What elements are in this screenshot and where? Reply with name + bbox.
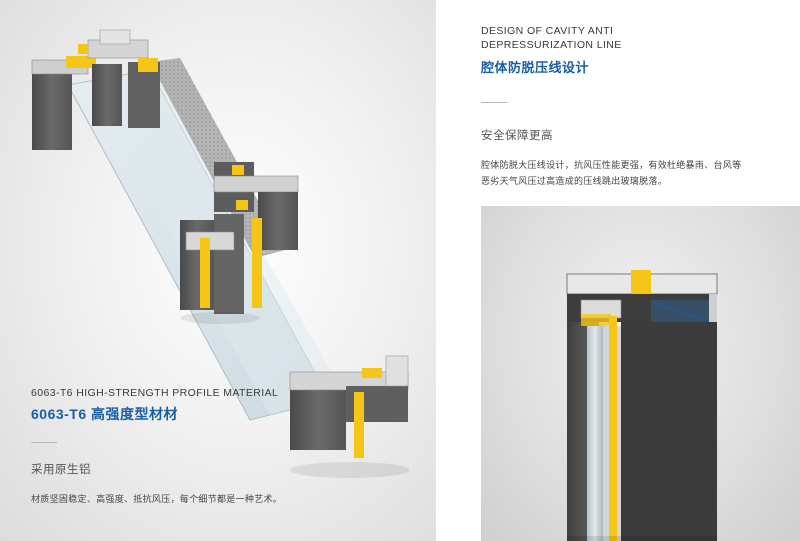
right-chinese-title: 腔体防脱压线设计 — [481, 60, 590, 75]
right-text-block: DESIGN OF CAVITY ANTI DEPRESSURIZATION L… — [481, 24, 781, 189]
right-description-line-2: 恶劣天气风压过高造成的压线跳出玻璃脱落。 — [481, 176, 668, 186]
right-description-line-1: 腔体防脱大压线设计，抗风压性能更强，有效杜绝暴雨、台风等 — [481, 160, 742, 170]
cavity-pressure-line-detail-icon — [566, 270, 718, 541]
left-divider — [31, 442, 57, 443]
right-image — [481, 206, 800, 541]
left-panel: 6063-T6 HIGH-STRENGTH PROFILE MATERIAL 6… — [0, 0, 436, 541]
left-subtitle: 采用原生铝 — [31, 464, 91, 476]
right-subtitle: 安全保障更高 — [481, 130, 553, 142]
right-english-title: DESIGN OF CAVITY ANTI DEPRESSURIZATION L… — [481, 25, 622, 51]
right-description: 腔体防脱大压线设计，抗风压性能更强，有效杜绝暴雨、台风等 恶劣天气风压过高造成的… — [481, 157, 781, 189]
left-text-block: 6063-T6 HIGH-STRENGTH PROFILE MATERIAL 6… — [31, 386, 421, 507]
left-english-title: 6063-T6 HIGH-STRENGTH PROFILE MATERIAL — [31, 387, 279, 399]
left-description: 材质坚固稳定、高强度、抵抗风压，每个细节都是一种艺术。 — [31, 494, 283, 504]
left-chinese-title: 6063-T6 高强度型材材 — [31, 406, 179, 422]
curtain-wall-profile-section-icon — [31, 29, 410, 478]
right-divider — [481, 102, 507, 103]
